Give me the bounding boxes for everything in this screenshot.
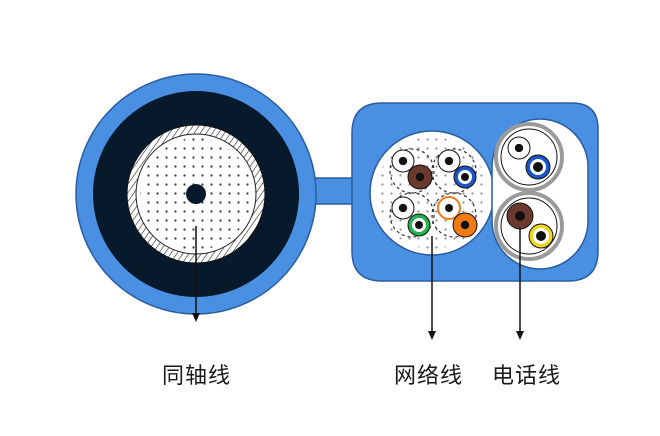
coax-arrow-head — [192, 313, 200, 322]
network-label: 网络线 — [394, 364, 464, 389]
network-pair-outline-br — [431, 192, 477, 238]
wire-orange-core — [460, 220, 470, 230]
phone-wire-brown-core — [515, 211, 525, 221]
coax-center-conductor — [186, 184, 206, 204]
coax-label: 同轴线 — [162, 364, 232, 389]
wire-white-blue-stripe-core — [444, 156, 454, 166]
coax-cable — [75, 73, 317, 315]
network-pair-outline-tr — [431, 148, 477, 194]
network-pair-outline-bl — [389, 192, 435, 238]
wire-brown-core — [415, 172, 425, 182]
network-pair-outline-tl — [389, 148, 435, 194]
phone-wire-yellow-core — [536, 231, 546, 241]
wire-white-green-stripe-core — [398, 203, 408, 213]
phone-wire-blue-core — [533, 162, 543, 172]
phone-pair-upper-inner — [500, 128, 558, 186]
network-arrow-head — [428, 331, 436, 340]
network-wires — [391, 149, 478, 238]
wire-white-orange-stripe-core — [445, 204, 453, 212]
phone-cable — [491, 118, 589, 270]
wire-white-brown-stripe-core — [398, 156, 408, 166]
wire-green-core — [415, 221, 423, 229]
pointer-arrows — [192, 226, 524, 340]
wire-blue-core — [461, 173, 469, 181]
phone-wire-white-core — [514, 143, 524, 153]
phone-label: 电话线 — [492, 364, 562, 389]
phone-arrow-head — [516, 331, 524, 340]
phone-wires — [494, 122, 564, 261]
network-cable — [369, 130, 495, 256]
